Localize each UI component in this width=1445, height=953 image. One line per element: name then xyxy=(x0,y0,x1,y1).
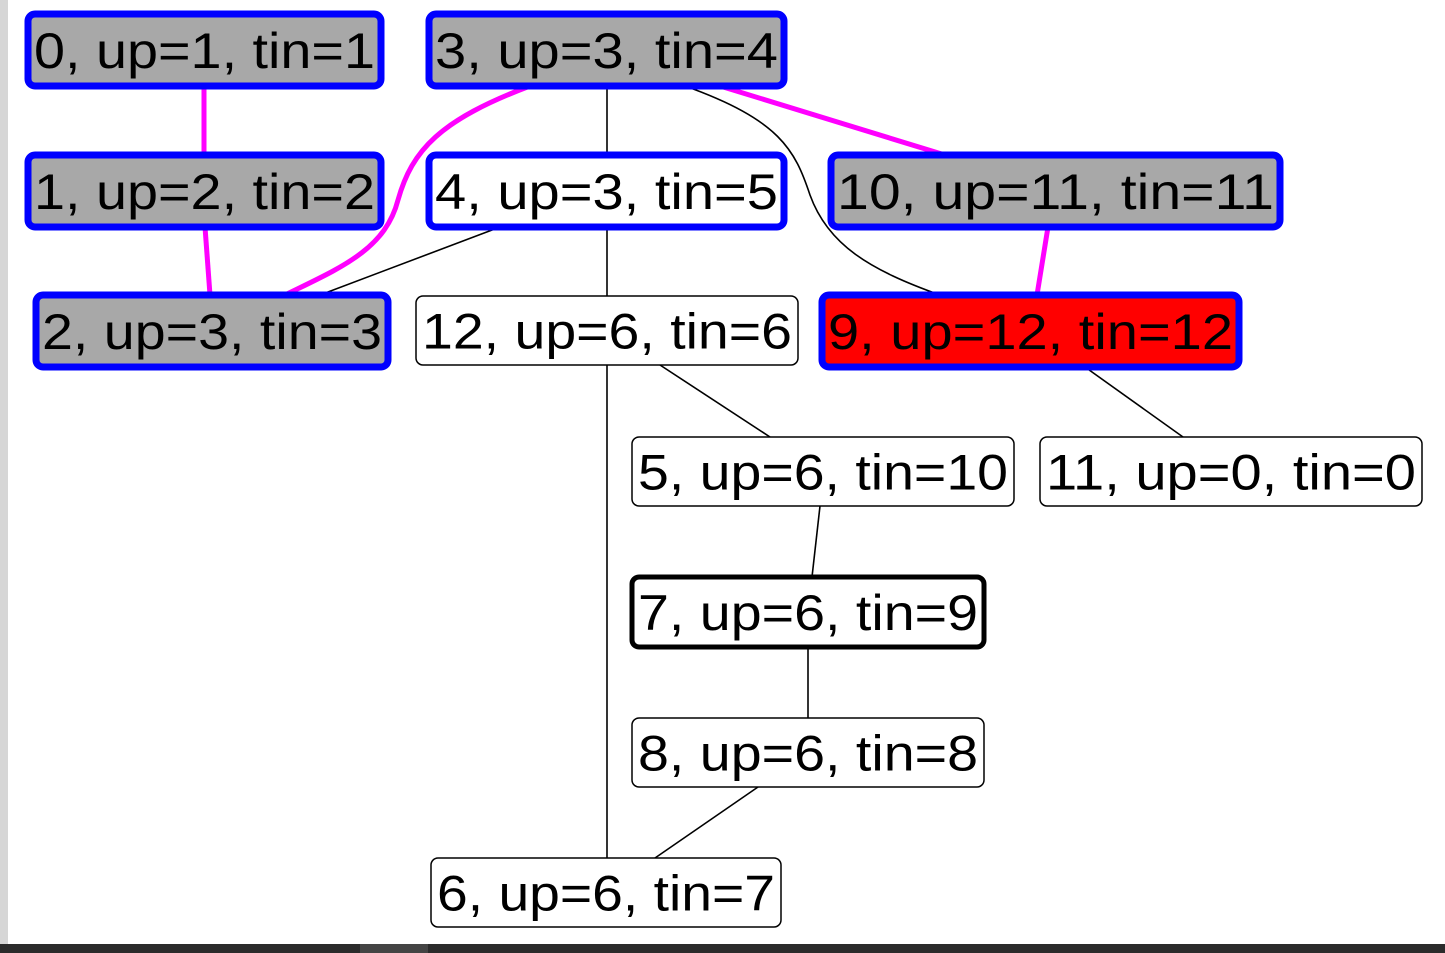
node-box-1 xyxy=(24,151,385,231)
node-2[interactable]: 2, up=3, tin=3 xyxy=(32,291,392,371)
node-10[interactable]: 10, up=11, tin=11 xyxy=(827,151,1284,231)
node-5[interactable]: 5, up=6, tin=10 xyxy=(631,436,1015,507)
node-label-4: 4, up=3, tin=5 xyxy=(435,164,778,220)
edge-5-7 xyxy=(811,505,821,578)
nodes-layer: 0, up=1, tin=1 3, up=3, tin=4 1, up=2, tin… xyxy=(24,10,1423,928)
node-3[interactable]: 3, up=3, tin=4 xyxy=(425,10,788,90)
edges-layer xyxy=(201,83,1184,859)
edge-4-2 xyxy=(319,226,501,296)
node-label-2: 2, up=3, tin=3 xyxy=(42,304,382,360)
node-box-2 xyxy=(32,291,392,371)
edge-1-2 xyxy=(202,226,213,296)
node-label-11: 11, up=0, tin=0 xyxy=(1046,445,1416,501)
node-box-0 xyxy=(24,10,385,90)
left-border xyxy=(0,0,8,944)
node-label-12: 12, up=6, tin=6 xyxy=(422,304,792,360)
node-box-7 xyxy=(629,574,987,650)
edge-3-2 xyxy=(283,83,531,298)
node-label-5: 5, up=6, tin=10 xyxy=(638,445,1008,501)
node-8[interactable]: 8, up=6, tin=8 xyxy=(631,717,985,788)
node-box-9 xyxy=(818,291,1243,371)
node-9[interactable]: 9, up=12, tin=12 xyxy=(818,291,1243,371)
node-label-9: 9, up=12, tin=12 xyxy=(828,304,1233,360)
node-label-1: 1, up=2, tin=2 xyxy=(34,164,375,220)
edge-3-10 xyxy=(719,83,946,158)
node-box-12 xyxy=(415,295,799,366)
node-box-4 xyxy=(425,151,788,231)
node-box-5 xyxy=(631,436,1015,507)
node-label-10: 10, up=11, tin=11 xyxy=(837,164,1274,220)
scrollbar-thumb[interactable] xyxy=(360,944,428,953)
node-12[interactable]: 12, up=6, tin=6 xyxy=(415,295,799,366)
node-11[interactable]: 11, up=0, tin=0 xyxy=(1039,436,1423,507)
node-box-3 xyxy=(425,10,788,90)
edge-9-11 xyxy=(1084,366,1184,438)
node-label-8: 8, up=6, tin=8 xyxy=(638,726,978,782)
node-box-8 xyxy=(631,717,985,788)
node-label-6: 6, up=6, tin=7 xyxy=(437,866,775,922)
edge-12-5 xyxy=(659,364,771,438)
edge-3-9 xyxy=(684,85,941,296)
node-4[interactable]: 4, up=3, tin=5 xyxy=(425,151,788,231)
edge-8-6 xyxy=(654,786,759,859)
node-7[interactable]: 7, up=6, tin=9 xyxy=(629,574,987,650)
node-box-10 xyxy=(827,151,1284,231)
node-0[interactable]: 0, up=1, tin=1 xyxy=(24,10,385,90)
node-label-3: 3, up=3, tin=4 xyxy=(435,23,778,79)
node-label-7: 7, up=6, tin=9 xyxy=(638,585,978,641)
node-box-6 xyxy=(430,857,782,928)
node-label-0: 0, up=1, tin=1 xyxy=(34,23,375,79)
horizontal-scrollbar[interactable] xyxy=(0,944,1445,953)
node-box-11 xyxy=(1039,436,1423,507)
node-6[interactable]: 6, up=6, tin=7 xyxy=(430,857,782,928)
edge-10-9 xyxy=(1034,226,1051,296)
node-1[interactable]: 1, up=2, tin=2 xyxy=(24,151,385,231)
